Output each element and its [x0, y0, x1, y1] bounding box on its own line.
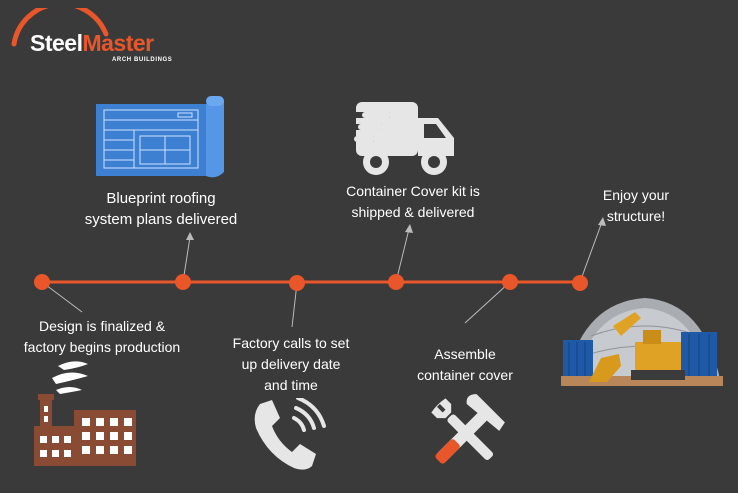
brand-logo[interactable]: SteelMaster [30, 30, 154, 57]
factory-icon [34, 361, 136, 466]
connector-assemble [464, 281, 511, 324]
timeline-dot-enjoy [572, 275, 588, 291]
timeline-dot-design [34, 274, 50, 290]
truck-icon [346, 102, 454, 175]
brand-name-master: Master [82, 30, 154, 56]
blueprint-icon [96, 96, 224, 178]
phone-icon [254, 398, 326, 470]
structure-photo [561, 298, 723, 386]
brand-name-steel: Steel [30, 30, 83, 56]
brand-tagline: ARCH BUILDINGS [112, 57, 173, 63]
timeline-dot-assemble [502, 274, 518, 290]
timeline-dot-blueprint [175, 274, 191, 290]
logo-arc [11, 8, 109, 47]
timeline-dot-factory-calls [289, 275, 305, 291]
connector-shipped [395, 228, 410, 283]
connector-design [41, 281, 83, 313]
connector-enjoy [579, 221, 603, 283]
tools-icon [431, 394, 505, 464]
step-label-design: Design is finalized &factory begins prod… [23, 318, 181, 355]
timeline-dot-shipped [388, 274, 404, 290]
